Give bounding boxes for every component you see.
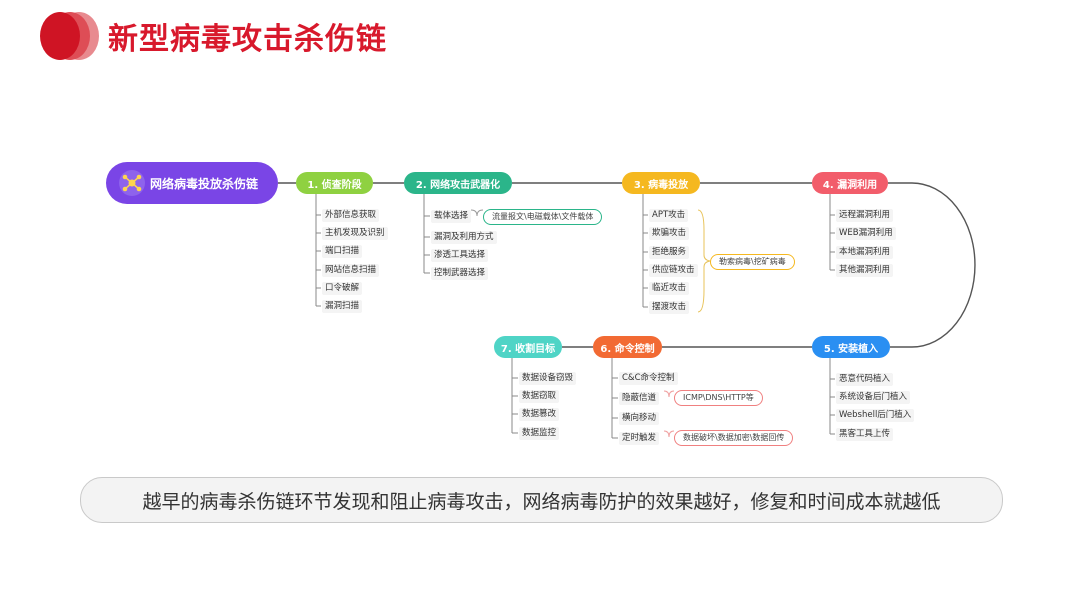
list-item: 临近攻击 — [649, 282, 690, 295]
stage-7-node: 7. 收割目标 — [494, 336, 562, 358]
stage-2-node: 2. 网络攻击武器化 — [404, 172, 512, 194]
list-item: 外部信息获取 — [322, 209, 380, 222]
list-item: 端口扫描 — [322, 245, 363, 258]
list-item: APT攻击 — [649, 209, 689, 222]
list-item: 本地漏洞利用 — [836, 246, 894, 259]
list-item: 数据窃取 — [519, 390, 560, 403]
list-item: 其他漏洞利用 — [836, 264, 894, 277]
stage-4-node: 4. 漏洞利用 — [812, 172, 888, 194]
list-item: 系统设备后门植入 — [836, 391, 911, 404]
list-item: 恶意代码植入 — [836, 373, 894, 386]
carrier-note: 流量报文\电磁载体\文件载体 — [483, 209, 603, 225]
list-item: 数据设备窃毁 — [519, 372, 577, 385]
list-item: 控制武器选择 — [431, 267, 489, 280]
stage-3-node: 3. 病毒投放 — [622, 172, 700, 194]
list-item: 黑客工具上传 — [836, 428, 894, 441]
stage-5-node: 5. 安装植入 — [812, 336, 890, 358]
summary-box: 越早的病毒杀伤链环节发现和阻止病毒攻击，网络病毒防护的效果越好，修复和时间成本就… — [80, 477, 1003, 523]
list-item: 定时触发 — [619, 432, 660, 445]
list-item: 远程漏洞利用 — [836, 209, 894, 222]
list-item: 渗透工具选择 — [431, 249, 489, 262]
list-item: 隐蔽信道 — [619, 392, 660, 405]
list-item: 摆渡攻击 — [649, 301, 690, 314]
root-node: 网络病毒投放杀伤链 — [106, 162, 278, 204]
stage-1-node: 1. 侦查阶段 — [296, 172, 373, 194]
list-item: 供应链攻击 — [649, 264, 698, 277]
trigger-note: 数据破坏\数据加密\数据回传 — [674, 430, 794, 446]
list-item: 拒绝服务 — [649, 246, 690, 259]
list-item: 口令破解 — [322, 282, 363, 295]
list-item: 载体选择 — [431, 210, 472, 223]
list-item: Webshell后门植入 — [836, 409, 915, 422]
list-item: 欺骗攻击 — [649, 227, 690, 240]
list-item: 主机发现及识别 — [322, 227, 388, 240]
list-item: 漏洞及利用方式 — [431, 231, 497, 244]
list-item: 网站信息扫描 — [322, 264, 380, 277]
list-item: 数据监控 — [519, 427, 560, 440]
covert-channel-note: ICMP\DNS\HTTP等 — [674, 390, 763, 406]
logo-circles-icon — [40, 12, 99, 60]
network-icon — [119, 170, 145, 196]
virus-note: 勒索病毒\挖矿病毒 — [710, 254, 795, 270]
list-item: 数据篡改 — [519, 408, 560, 421]
page-title: 新型病毒攻击杀伤链 — [108, 22, 387, 57]
list-item: 漏洞扫描 — [322, 300, 363, 313]
list-item: WEB漏洞利用 — [836, 227, 896, 240]
list-item: 横向移动 — [619, 412, 660, 425]
summary-text: 越早的病毒杀伤链环节发现和阻止病毒攻击，网络病毒防护的效果越好，修复和时间成本就… — [142, 490, 941, 513]
root-label: 网络病毒投放杀伤链 — [150, 177, 259, 191]
stage-6-node: 6. 命令控制 — [593, 336, 662, 358]
list-item: C&C命令控制 — [619, 372, 678, 385]
